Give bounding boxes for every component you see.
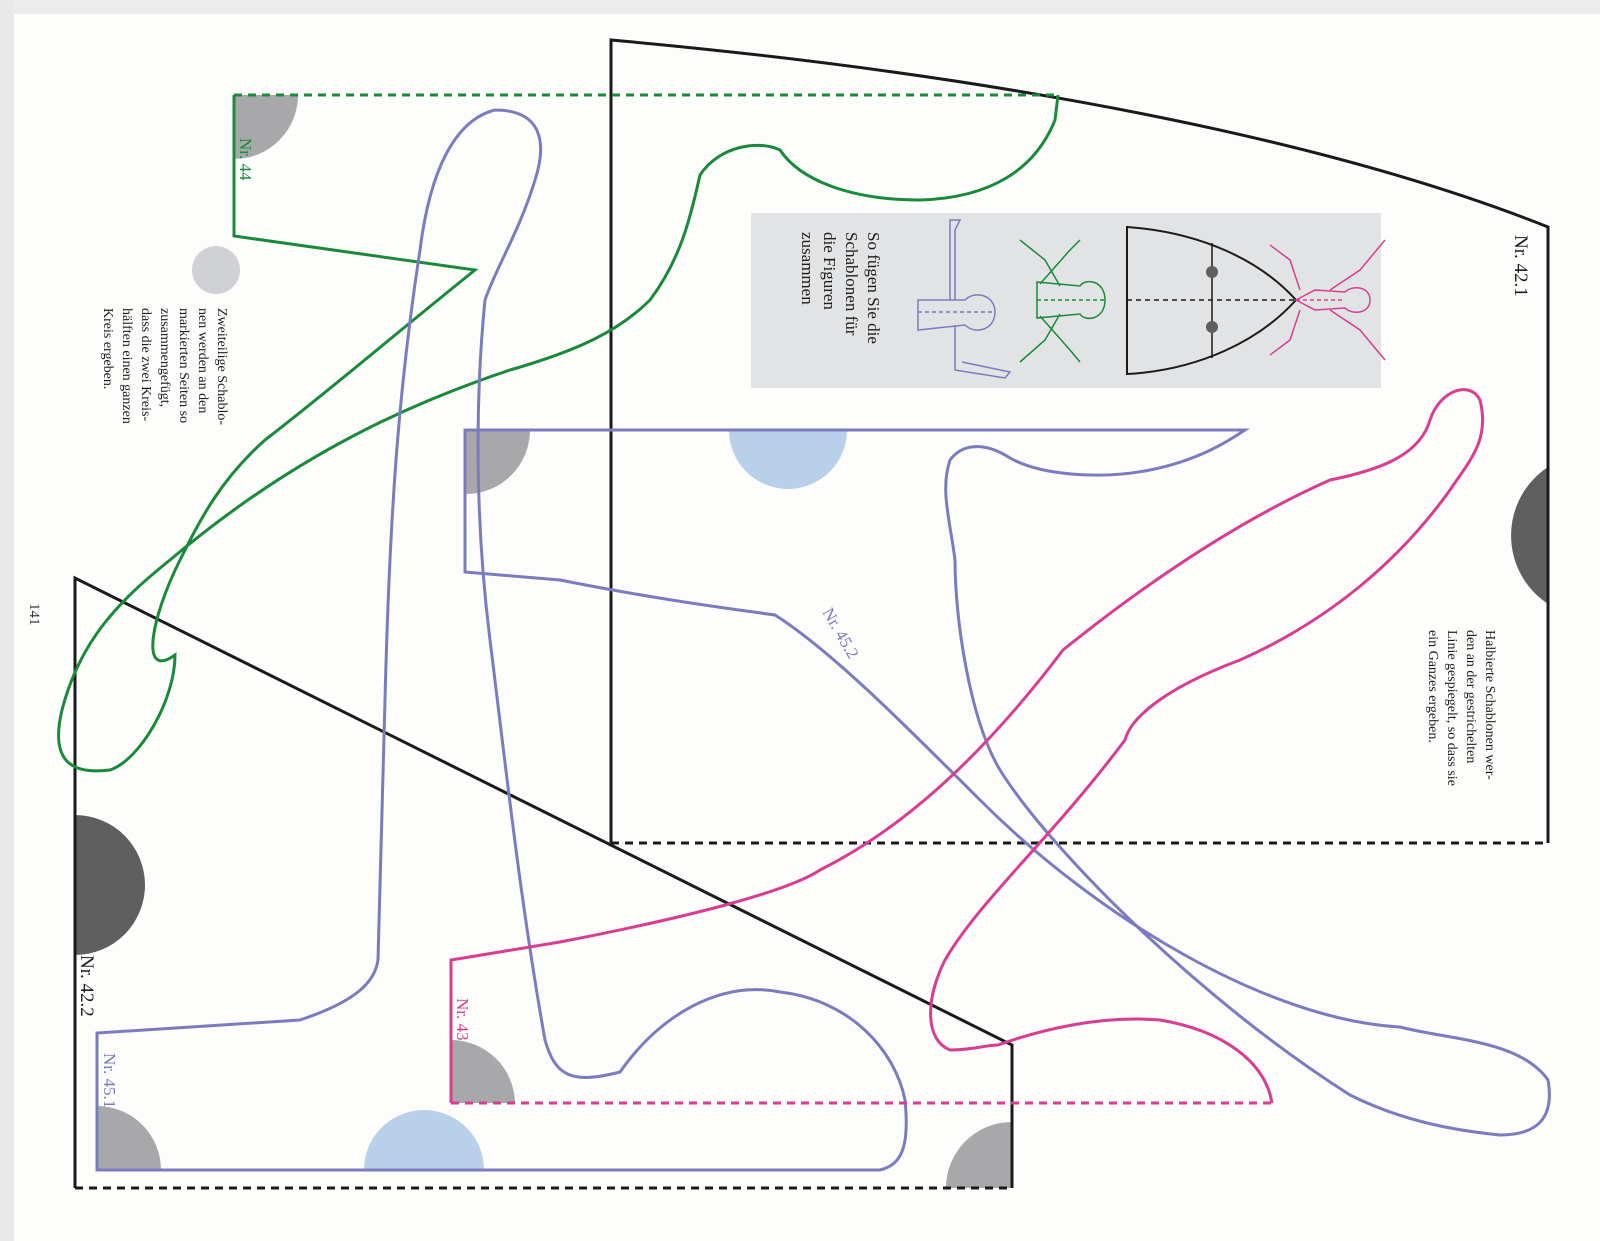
top-page-shadow	[0, 0, 1600, 14]
nr-45-1-outline	[95, 108, 908, 1172]
small-gray-circle	[192, 246, 240, 294]
halved-note-line-3: Linie gespiegelt, so dass sie	[1444, 630, 1459, 786]
quarter-circle-nr45-1	[97, 1106, 161, 1170]
label-nr-45-1: Nr. 45.1	[100, 1053, 119, 1108]
two-part-note-line-2: nen werden an den	[195, 308, 210, 413]
label-nr-42-1: Nr. 42.1	[1510, 235, 1531, 297]
label-nr-42-2: Nr. 42.2	[76, 955, 97, 1017]
template-nr-43	[449, 388, 1485, 1105]
quarter-circle-nr45-2	[465, 430, 530, 495]
assembly-note-line-4: zusammen	[798, 232, 817, 305]
blue-half-circle-bottom	[364, 1110, 484, 1170]
dark-half-circle-right	[1511, 467, 1548, 604]
quarter-circle-nr43	[451, 1040, 515, 1103]
nr-45-2-outline	[463, 428, 1551, 1137]
quarter-circle-nr44	[234, 95, 298, 159]
body-marker-dot-2	[1206, 321, 1218, 333]
assembly-note-line-1: So fügen Sie die	[864, 232, 883, 344]
page-number: 141	[26, 603, 42, 626]
template-nr-42-1	[609, 38, 1550, 845]
label-nr-44: Nr. 44	[236, 138, 255, 181]
template-nr-45-2	[463, 428, 1551, 1137]
assembly-panel: So fügen Sie die Schablonen für die Figu…	[751, 213, 1386, 388]
two-part-note-line-5: dass die zwei Kreis-	[138, 308, 153, 421]
dark-half-circle-left	[75, 815, 145, 955]
pink-figure-diagram	[1269, 239, 1386, 361]
assembly-note: So fügen Sie die Schablonen für die Figu…	[798, 232, 883, 348]
label-nr-43: Nr. 43	[453, 998, 472, 1041]
template-nr-42-2	[73, 575, 1014, 1190]
two-part-note-line-3: markierten Seiten so	[176, 308, 191, 423]
halved-note-line-4: ein Ganzes ergeben.	[1425, 630, 1440, 743]
assembly-note-line-3: die Figuren	[820, 232, 839, 310]
left-page-shadow	[0, 0, 14, 1241]
purple-figure-diagram	[917, 219, 1012, 379]
nr-42-2-outline	[73, 575, 1014, 1188]
two-part-note-line-1: Zweiteilige Schablo-	[214, 308, 229, 425]
nr-43-outline	[449, 388, 1485, 1104]
template-nr-44	[57, 93, 1060, 773]
green-figure-diagram	[1019, 239, 1106, 363]
marker-circles	[75, 95, 1548, 1188]
halved-note-line-1: Halbierte Schablonen wer-	[1482, 630, 1497, 780]
two-part-note-line-6: hälften einen ganzen	[119, 308, 134, 424]
two-part-note-line-4: zusammengefügt,	[157, 308, 172, 407]
two-part-note-line-7: Kreis ergeben.	[100, 308, 115, 389]
nr-42-1-outline	[609, 38, 1550, 843]
assembly-note-line-2: Schablonen für	[842, 232, 861, 336]
template-nr-45-1	[95, 108, 908, 1172]
blue-half-circle-top	[729, 430, 847, 489]
quarter-circle-nr42-2	[946, 1122, 1012, 1188]
halved-note-line-2: den an der gestrichelten	[1463, 630, 1478, 763]
two-part-templates-note: Zweiteilige Schablo- nen werden an den m…	[100, 308, 229, 429]
nr-44-outline	[57, 94, 1060, 773]
body-marker-dot-1	[1206, 266, 1218, 278]
halved-templates-note: Halbierte Schablonen wer- den an der ges…	[1425, 630, 1497, 789]
